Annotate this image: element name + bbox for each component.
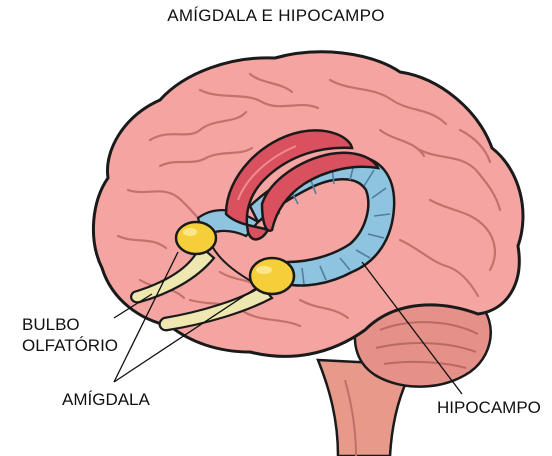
diagram-title: AMÍGDALA E HIPOCAMPO — [167, 6, 385, 25]
bulbo-label-line2: OLFATÓRIO — [22, 336, 119, 355]
fornix — [224, 129, 381, 241]
bulbo-olfatorio-label: BULBO OLFATÓRIO — [22, 314, 118, 356]
leader-lines — [113, 251, 463, 395]
amigdala-leader-1 — [113, 251, 179, 383]
bulbo-label-line1: BULBO — [22, 315, 80, 334]
amigdala-leader-2 — [113, 287, 257, 383]
amygdala — [174, 220, 296, 296]
olfactory-tract — [130, 244, 274, 332]
amigdala-label: AMÍGDALA — [62, 390, 150, 409]
hipocampo-label: HIPOCAMPO — [437, 398, 541, 417]
hipocampo-leader — [361, 261, 463, 395]
bulbo-leader — [113, 293, 153, 319]
